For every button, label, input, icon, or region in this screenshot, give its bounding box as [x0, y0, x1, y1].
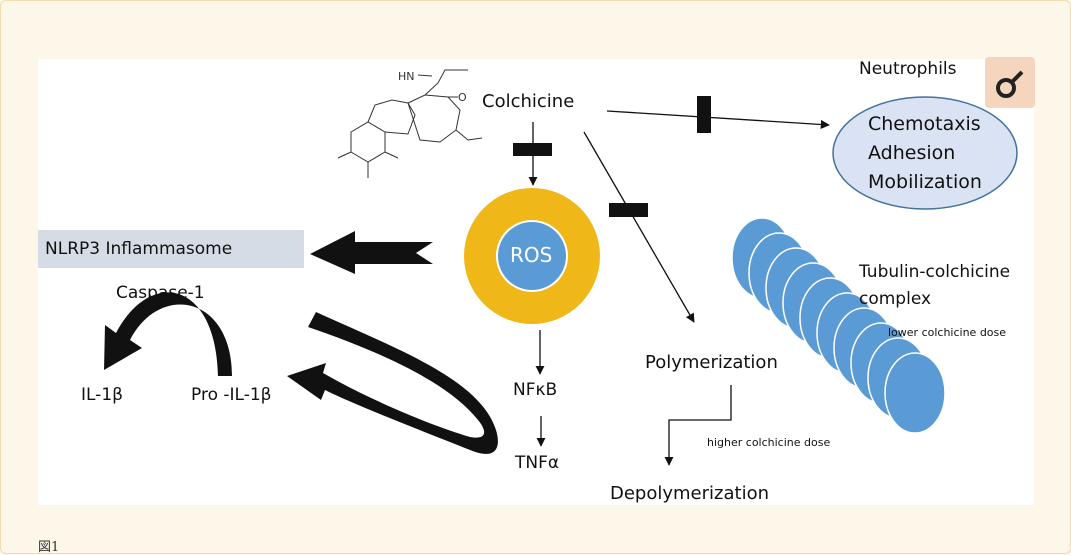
ros-core	[498, 222, 566, 290]
arrow-ros-to-nlrp3	[310, 231, 433, 274]
arrow-loop-to-pro-il1b	[287, 312, 498, 454]
tubulin-label-line2: complex	[859, 289, 932, 309]
tubulin-disc	[884, 352, 946, 434]
arrow-pro-il1b-to-il1b	[104, 292, 232, 376]
figure-mark: 図1	[38, 540, 60, 555]
ellipse-line-chemotaxis: Chemotaxis	[868, 113, 981, 135]
arrow-colchicine-polymerization	[583, 131, 695, 323]
structure-o-label: O	[458, 91, 467, 104]
ellipse-line-mobilization: Mobilization	[868, 171, 982, 193]
ros-label: ROS	[510, 243, 553, 267]
tubulin-label-line1: Tubulin-colchicine	[859, 262, 1011, 282]
inhibitor-bar-neutrophils	[697, 96, 711, 133]
tubulin-stack	[731, 217, 946, 434]
colchicine-structure	[337, 69, 483, 178]
pro-il1b-label: Pro -IL-1β	[191, 385, 272, 405]
il1b-label: IL-1β	[81, 385, 123, 405]
caspase-label: Caspase-1	[116, 283, 205, 303]
arrow-polymerization-depolymerization	[664, 385, 732, 466]
depolymerization-label: Depolymerization	[610, 483, 769, 504]
nfkb-label: NFκB	[513, 380, 558, 400]
lower-dose-label: lower colchicine dose	[888, 326, 1007, 339]
inhibitor-bar-ros	[513, 143, 552, 156]
structure-nh-label: HN	[398, 70, 415, 83]
polymerization-label: Polymerization	[645, 352, 778, 373]
arrow-colchicine-neutrophils	[606, 110, 830, 130]
colchicine-label: Colchicine	[482, 91, 575, 112]
nlrp3-box	[38, 230, 304, 268]
higher-dose-label: higher colchicine dose	[707, 436, 831, 449]
ellipse-line-adhesion: Adhesion	[868, 142, 956, 164]
neutrophils-label: Neutrophils	[859, 59, 957, 79]
nlrp3-label: NLRP3 Inflammasome	[45, 239, 233, 259]
neutrophil-ellipse	[832, 96, 1018, 210]
inhibitor-bar-polymerization	[609, 203, 648, 217]
tnfa-label: TNFα	[515, 453, 560, 473]
neutrophil-icon	[985, 57, 1035, 108]
